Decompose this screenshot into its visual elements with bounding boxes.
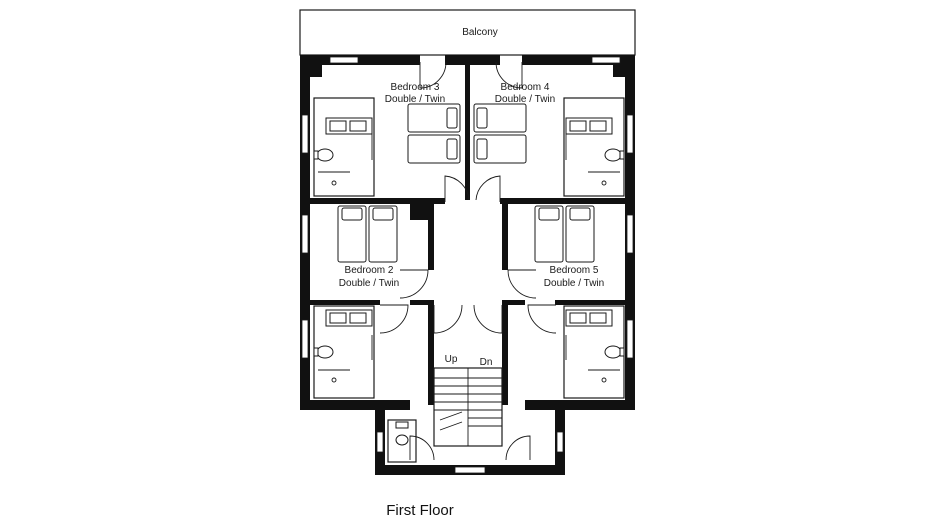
bedroom3-name: Bedroom 3 xyxy=(391,82,440,93)
beds xyxy=(337,103,595,263)
balcony-label: Balcony xyxy=(462,27,498,38)
bedroom3-type: Double / Twin xyxy=(385,94,445,105)
stairs-up-label: Up xyxy=(445,354,458,365)
bedroom4-type: Double / Twin xyxy=(495,94,555,105)
room-labels: Bedroom 3 Double / Twin Bedroom 4 Double… xyxy=(339,82,604,289)
floor-title: First Floor xyxy=(386,502,454,519)
staircase: Up Dn xyxy=(433,354,503,447)
windows xyxy=(301,56,634,474)
bedroom2-name: Bedroom 2 xyxy=(345,265,394,276)
stairs-down-label: Dn xyxy=(480,357,493,368)
balcony: Balcony xyxy=(299,9,636,56)
bedroom5-type: Double / Twin xyxy=(544,278,604,289)
bedroom4-name: Bedroom 4 xyxy=(501,82,550,93)
ensuites xyxy=(313,97,625,463)
bedroom5-name: Bedroom 5 xyxy=(550,265,599,276)
doors xyxy=(371,61,567,461)
interior-walls xyxy=(310,65,625,405)
bedroom2-type: Double / Twin xyxy=(339,278,399,289)
